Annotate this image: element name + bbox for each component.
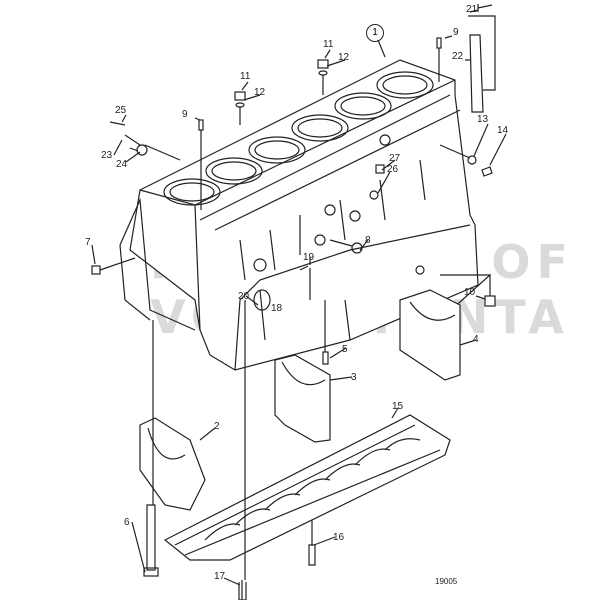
callout-25: 25 [115, 105, 127, 116]
callout-26: 26 [387, 164, 399, 175]
callout-27: 27 [389, 153, 401, 164]
callout-1: 1 [366, 24, 384, 42]
callout-6: 6 [124, 517, 130, 528]
cylinder-block [119, 59, 479, 371]
callout-13: 13 [477, 114, 489, 125]
callout-15: 15 [392, 401, 404, 412]
callout-7: 7 [85, 237, 91, 248]
callout-9: 9 [453, 27, 459, 38]
callout-24: 24 [116, 159, 128, 170]
callout-21: 21 [466, 4, 478, 15]
callout-10: 10 [464, 287, 476, 298]
callout-19: 19 [303, 252, 315, 263]
callout-20: 20 [238, 291, 250, 302]
callout-8: 8 [365, 235, 371, 246]
callout-14: 14 [497, 125, 509, 136]
callout-12: 12 [254, 87, 266, 98]
bedplate-webs [204, 438, 421, 541]
callout-22: 22 [452, 51, 464, 62]
diagram-reference-number: 19005 [435, 577, 458, 586]
callout-9: 9 [182, 109, 188, 120]
cylinder-bores [163, 71, 434, 206]
callout-12: 12 [338, 52, 350, 63]
callout-11: 11 [323, 39, 334, 50]
callout-16: 16 [333, 532, 345, 543]
callout-18: 18 [271, 303, 283, 314]
callout-23: 23 [101, 150, 113, 161]
callout-3: 3 [351, 372, 357, 383]
callout-17: 17 [214, 571, 226, 582]
callout-4: 4 [473, 334, 479, 345]
callout-11: 11 [240, 71, 251, 82]
callout-2: 2 [214, 421, 220, 432]
callout-5: 5 [342, 344, 348, 355]
